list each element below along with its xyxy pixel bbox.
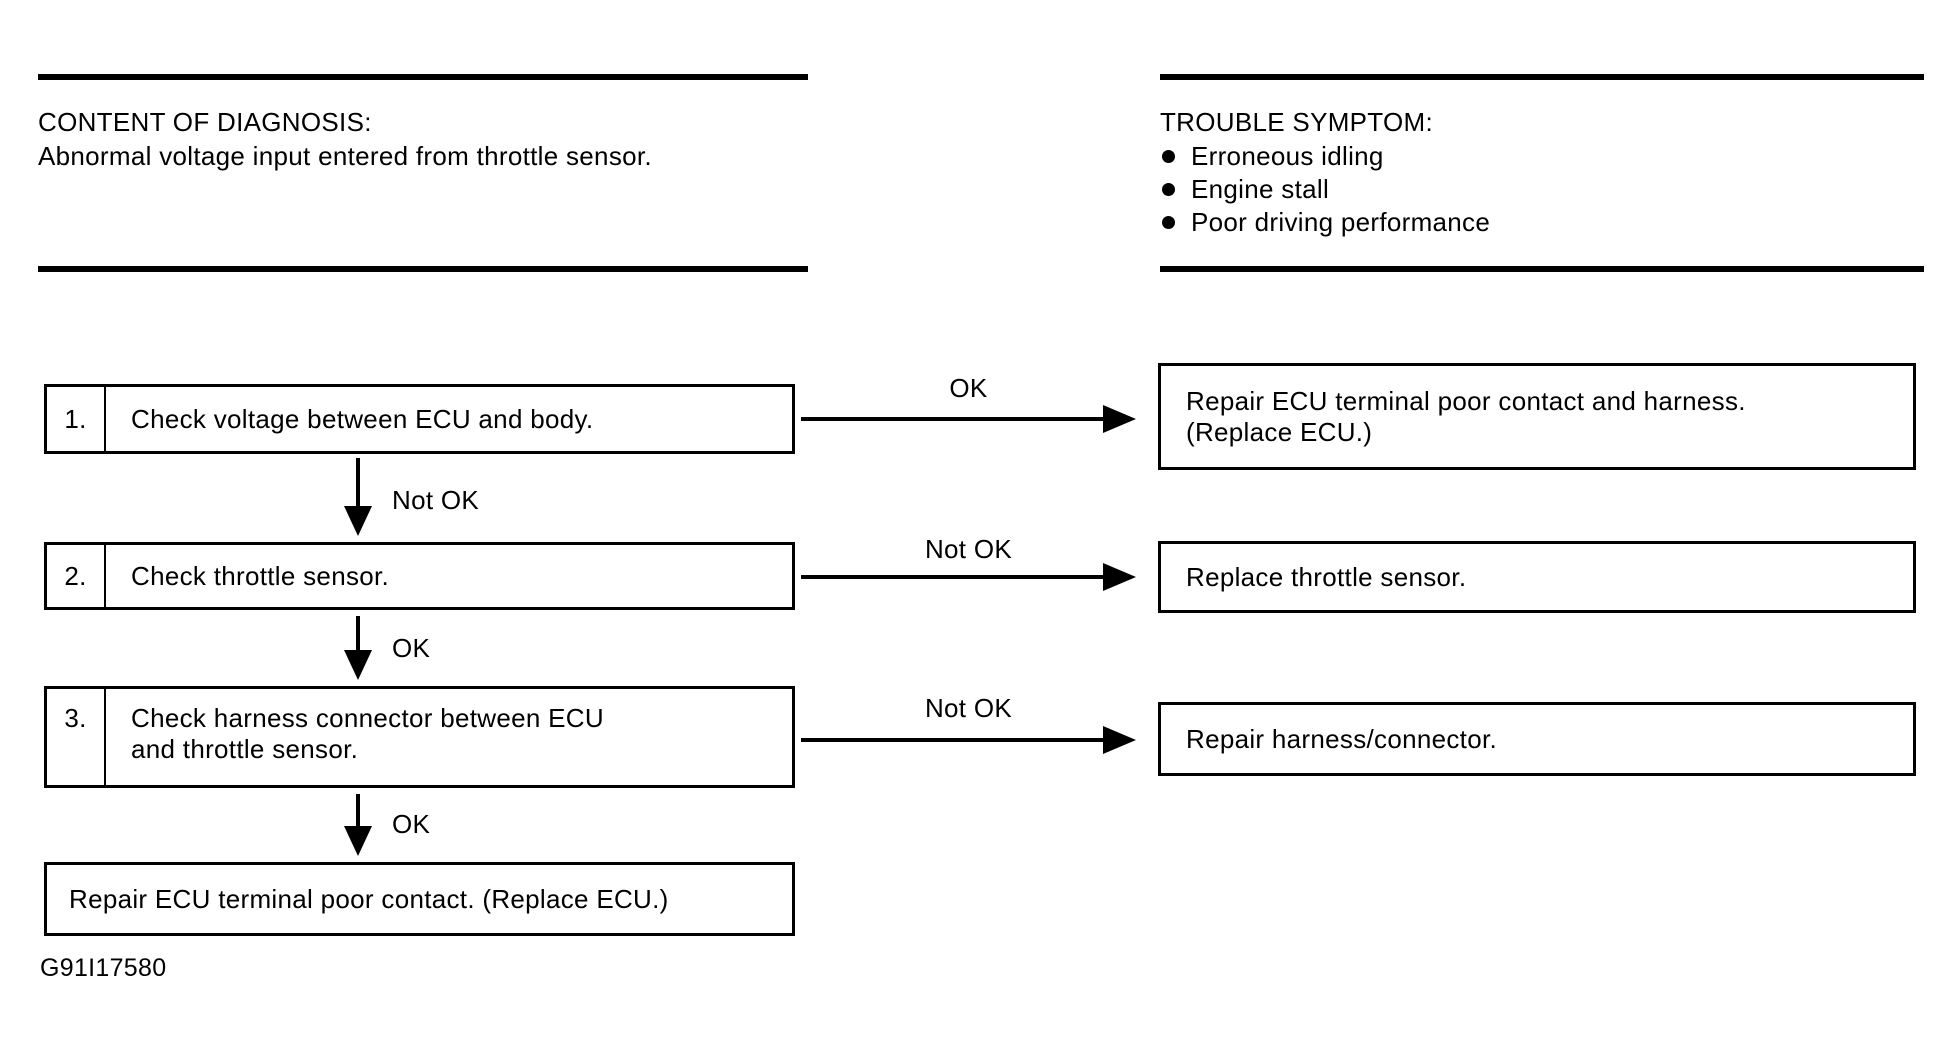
content-of-diagnosis-bottom-rule: [38, 266, 808, 272]
step-1-branch-label: OK: [949, 373, 988, 403]
down-arrow-icon: [344, 458, 372, 536]
bullet-icon: [1162, 216, 1175, 229]
trouble-symptom-top-rule: [1160, 74, 1924, 80]
arrow-head-icon: [344, 826, 372, 856]
step-2-text: Check throttle sensor.: [131, 560, 390, 591]
arrow-head-icon: [1103, 563, 1136, 591]
bullet-icon: [1162, 183, 1175, 196]
content-of-diagnosis-description: Abnormal voltage input entered from thro…: [38, 141, 652, 171]
arrow-shaft: [356, 794, 360, 830]
figure-code: G91I17580: [40, 954, 167, 982]
arrow-shaft: [356, 616, 360, 654]
step-3-down-label: OK: [392, 809, 431, 839]
step-3-text: and throttle sensor.: [131, 734, 359, 764]
content-of-diagnosis-top-rule: [38, 74, 808, 80]
result-3-line: Repair harness/connector.: [1186, 723, 1498, 754]
result-1-box: Repair ECU terminal poor contact and har…: [1158, 363, 1916, 470]
result-1-line: (Replace ECU.): [1186, 416, 1373, 447]
step-1-down-label: Not OK: [392, 485, 480, 515]
right-arrow-icon: [801, 563, 1136, 591]
step-2-branch-label: Not OK: [924, 534, 1013, 564]
right-arrow-icon: [801, 405, 1136, 433]
step-1-number: 1.: [47, 387, 106, 451]
symptom-item: Engine stall: [1162, 173, 1329, 206]
step-2-number: 2.: [47, 545, 106, 607]
step-2-down-label: OK: [392, 633, 431, 663]
symptom-label: Erroneous idling: [1191, 141, 1384, 171]
result-2-box: Replace throttle sensor.: [1158, 541, 1916, 613]
trouble-symptom-bottom-rule: [1160, 266, 1924, 272]
arrow-shaft: [356, 458, 360, 510]
arrow-shaft: [801, 417, 1105, 421]
down-arrow-icon: [344, 616, 372, 680]
result-2-line: Replace throttle sensor.: [1186, 561, 1467, 592]
result-1-line: Repair ECU terminal poor contact and har…: [1186, 385, 1746, 416]
final-action-box: Repair ECU terminal poor contact. (Repla…: [44, 862, 795, 936]
step-3-branch-label: Not OK: [924, 693, 1013, 723]
step-3-number: 3.: [47, 689, 106, 785]
arrow-head-icon: [344, 506, 372, 536]
step-3-box: 3. Check harness connector between ECU a…: [44, 686, 795, 788]
content-of-diagnosis-title: CONTENT OF DIAGNOSIS:: [38, 107, 372, 137]
right-arrow-icon: [801, 726, 1136, 754]
symptom-item: Erroneous idling: [1162, 140, 1384, 173]
arrow-head-icon: [344, 650, 372, 680]
step-1-text: Check voltage between ECU and body.: [131, 403, 594, 434]
result-3-box: Repair harness/connector.: [1158, 702, 1916, 776]
arrow-shaft: [801, 575, 1105, 579]
arrow-head-icon: [1103, 726, 1136, 754]
arrow-head-icon: [1103, 405, 1136, 433]
step-1-box: 1. Check voltage between ECU and body.: [44, 384, 795, 454]
arrow-shaft: [801, 738, 1105, 742]
down-arrow-icon: [344, 794, 372, 856]
bullet-icon: [1162, 150, 1175, 163]
final-action-text: Repair ECU terminal poor contact. (Repla…: [69, 883, 669, 914]
step-2-box: 2. Check throttle sensor.: [44, 542, 795, 610]
symptom-item: Poor driving performance: [1162, 206, 1490, 239]
symptom-label: Poor driving performance: [1191, 207, 1491, 237]
trouble-symptom-title: TROUBLE SYMPTOM:: [1160, 107, 1434, 137]
step-3-text: Check harness connector between ECU: [131, 703, 604, 733]
symptom-label: Engine stall: [1191, 174, 1330, 204]
